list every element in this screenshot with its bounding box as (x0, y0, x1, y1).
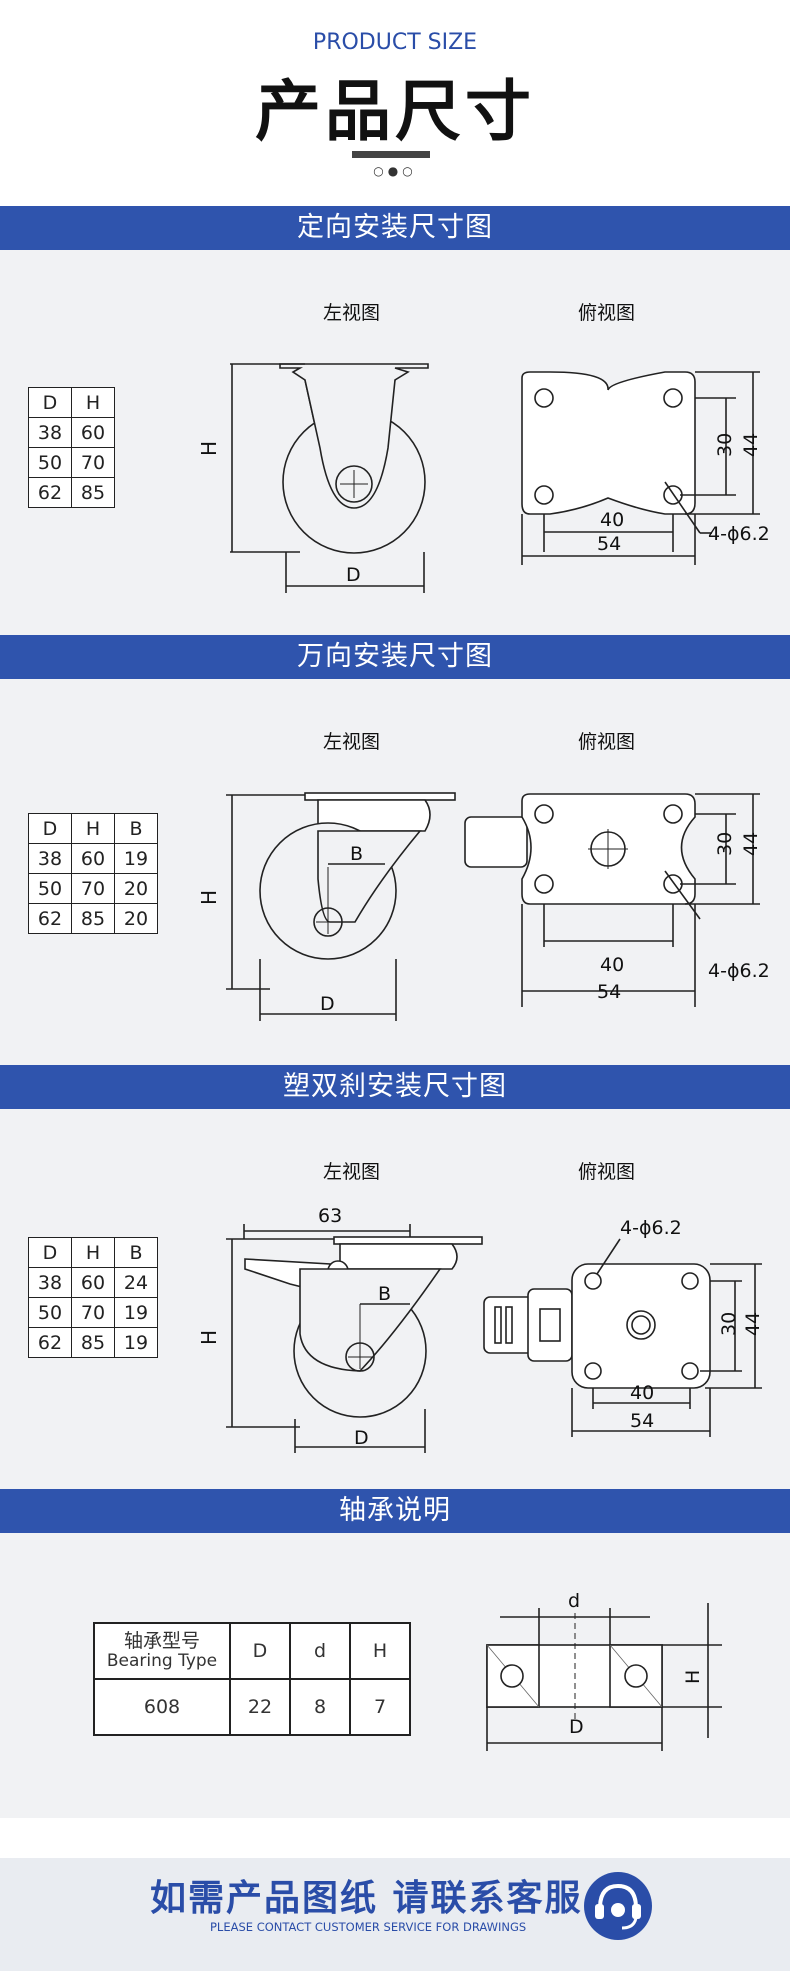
table-cell: 20 (114, 903, 158, 934)
dim-label-44: 44 (740, 832, 762, 856)
dim-label-b: B (350, 843, 363, 865)
left-view-label: 左视图 (323, 302, 381, 324)
double-brake-caster-drawings: 63 H B D 4-ϕ6.2 40 54 30 44 (197, 1205, 764, 1453)
bearing-col-header: D (229, 1622, 291, 1680)
table-cell: 62 (28, 903, 72, 934)
table-cell: 50 (28, 447, 72, 478)
dim-label-54: 54 (630, 1410, 654, 1432)
dim-label-40: 40 (600, 509, 624, 531)
table-cell: 19 (114, 1327, 158, 1358)
dim-label-30: 30 (714, 433, 736, 457)
swivel-caster-drawings: H B D 40 54 30 44 4-ϕ6.2 (197, 792, 770, 1021)
left-view-label: 左视图 (323, 1161, 381, 1183)
bearing-type-header-en: Bearing Type (106, 1651, 218, 1672)
fixed-caster-left-view (230, 363, 429, 593)
bearing-d-outer-value: 22 (229, 1678, 291, 1736)
dim-label-54: 54 (597, 981, 621, 1003)
top-view-label: 俯视图 (578, 302, 636, 324)
table-cell: 38 (28, 1267, 72, 1298)
dim-label-hole: 4-ϕ6.2 (708, 960, 770, 982)
bearing-table: 轴承型号 Bearing Type D d H 608 22 8 7 (93, 1622, 411, 1736)
dim-label-b: B (378, 1283, 391, 1305)
table-header: B (114, 1237, 158, 1268)
table-cell: 20 (114, 873, 158, 904)
double-brake-caster-left-view (226, 1224, 483, 1453)
bearing-type-value: 608 (93, 1678, 231, 1736)
dim-label-d: D (354, 1427, 369, 1449)
header-dots: ○●○ (373, 164, 417, 178)
table-cell: 60 (71, 1267, 115, 1298)
bearing-type-header-cn: 轴承型号 (123, 1630, 200, 1653)
table-cell: 24 (114, 1267, 158, 1298)
dim-label-44: 44 (742, 1312, 764, 1336)
table-header: H (71, 813, 115, 844)
table-cell: 62 (28, 1327, 72, 1358)
dim-label-63: 63 (318, 1205, 342, 1227)
dim-label-d: D (320, 993, 335, 1015)
dim-label-h: H (197, 890, 221, 905)
section-band-swivel: 万向安装尺寸图 (0, 635, 790, 679)
top-view-label: 俯视图 (578, 1161, 636, 1183)
table-header: H (71, 1237, 115, 1268)
table-header: H (71, 387, 115, 418)
bearing-type-header: 轴承型号 Bearing Type (93, 1622, 231, 1680)
headset-icon (584, 1872, 652, 1940)
left-view-label: 左视图 (323, 731, 381, 753)
swivel-caster-top-view (464, 793, 760, 1007)
product-size-en-title: PRODUCT SIZE (312, 30, 478, 55)
section-band-bearing: 轴承说明 (0, 1489, 790, 1533)
dim-label-30: 30 (718, 1312, 740, 1336)
bearing-h-value: 7 (349, 1678, 411, 1736)
bearing-drawing: d D H (486, 1590, 722, 1751)
top-view-label: 俯视图 (578, 731, 636, 753)
table-cell: 19 (114, 843, 158, 874)
table-cell: 60 (71, 843, 115, 874)
section-band-fixed: 定向安装尺寸图 (0, 206, 790, 250)
footer-contact-cn: 如需产品图纸 请联系客服 (150, 1878, 583, 1919)
table-cell: 70 (71, 447, 115, 478)
section-band-double-brake: 塑双刹安装尺寸图 (0, 1065, 790, 1109)
dim-label-40: 40 (630, 1382, 654, 1404)
bearing-dim-h: H (682, 1670, 704, 1684)
footer-banner (0, 1858, 790, 1971)
dim-label-h: H (197, 441, 221, 456)
dim-label-hole: 4-ϕ6.2 (708, 523, 770, 545)
dim-label-40: 40 (600, 954, 624, 976)
bearing-col-header: d (289, 1622, 351, 1680)
bearing-dim-d-inner: d (568, 1590, 580, 1612)
table-cell: 60 (71, 417, 115, 448)
dim-label-44: 44 (740, 433, 762, 457)
table-header: B (114, 813, 158, 844)
dim-label-54: 54 (597, 533, 621, 555)
header-divider (352, 151, 430, 158)
product-size-cn-title: 产品尺寸 (255, 73, 535, 150)
footer-contact-en: PLEASE CONTACT CUSTOMER SERVICE FOR DRAW… (210, 1920, 527, 1934)
table-cell: 70 (71, 1297, 115, 1328)
table-cell: 85 (71, 477, 115, 508)
bearing-dim-d-outer: D (569, 1716, 584, 1738)
dim-label-d: D (346, 564, 361, 586)
fixed-caster-drawings: H D 40 54 30 44 4-ϕ6.2 (197, 363, 770, 593)
bearing-d-inner-value: 8 (289, 1678, 351, 1736)
dim-label-30: 30 (714, 832, 736, 856)
table-header: D (28, 813, 72, 844)
dim-label-h: H (197, 1330, 221, 1345)
swivel-caster-left-view (226, 792, 456, 1021)
double-brake-caster-top-view (483, 1238, 762, 1437)
fixed-caster-top-view (521, 371, 760, 565)
table-cell: 85 (71, 1327, 115, 1358)
dim-label-hole: 4-ϕ6.2 (620, 1217, 682, 1239)
bearing-col-header: H (349, 1622, 411, 1680)
